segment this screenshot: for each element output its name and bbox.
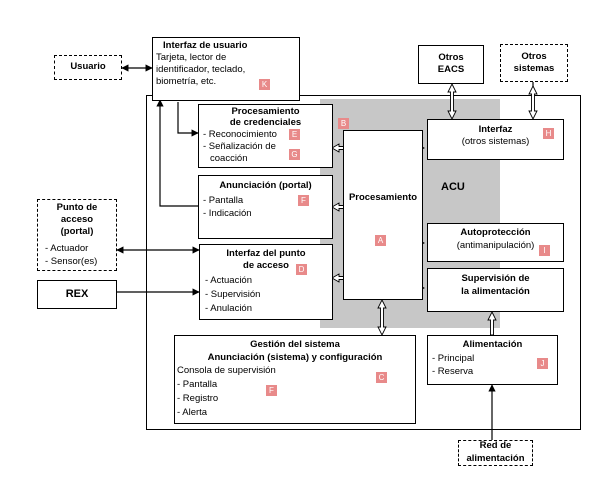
badge-k: K <box>259 79 270 90</box>
red-alimentacion-box <box>458 440 533 466</box>
interfaz-punto-title-1: Interfaz del punto <box>226 248 306 259</box>
anunciacion-portal-box <box>198 175 333 239</box>
badge-e: E <box>289 129 300 140</box>
procesamiento-credenciales-box <box>198 104 333 168</box>
usuario-label: Usuario <box>70 61 106 72</box>
procesamiento-title: Procesamiento <box>348 192 418 203</box>
interfaz-punto-item-1: - Actuación <box>205 275 252 286</box>
procesamiento-box <box>343 130 423 300</box>
autoproteccion-title: Autoprotección <box>460 227 531 238</box>
punto-acceso-item-1: - Actuador <box>45 243 89 254</box>
gestion-title-2: Anunciación (sistema) y configuración <box>207 352 383 363</box>
proc-cred-item-1: - Reconocimiento <box>203 129 277 140</box>
punto-acceso-box <box>37 199 117 271</box>
alimentacion-item-2: - Reserva <box>432 366 474 377</box>
interfaz-otros-box <box>427 119 564 160</box>
gestion-item-1: - Pantalla <box>177 379 218 390</box>
gestion-item-3: - Alerta <box>177 407 208 418</box>
badge-c: C <box>376 372 387 383</box>
gestion-sistema-box <box>174 335 416 424</box>
supervision-alimentacion-box <box>427 268 564 312</box>
gestion-title-1: Gestión del sistema <box>250 339 340 350</box>
red-line-1: Red de <box>479 440 512 451</box>
badge-b: B <box>338 118 349 129</box>
interfaz-otros-subtitle: (otros sistemas) <box>461 136 530 147</box>
interfaz-otros-title: Interfaz <box>478 124 513 135</box>
interfaz-punto-item-2: - Supervisión <box>205 289 261 300</box>
interfaz-punto-title-2: de acceso <box>243 260 289 271</box>
anunciacion-portal-title: Anunciación (portal) <box>219 180 312 191</box>
interfaz-usuario-line-2: identificador, teclado, <box>156 64 246 75</box>
gestion-item-2: - Registro <box>177 393 219 404</box>
badge-d: D <box>296 264 307 275</box>
badge-j: J <box>537 358 548 369</box>
otros-eacs-box <box>418 45 484 84</box>
punto-acceso-item-2: - Sensor(es) <box>45 256 98 267</box>
interfaz-usuario-title: Interfaz de usuario <box>163 40 248 51</box>
otros-eacs-line-2: EACS <box>437 64 465 75</box>
anunciacion-portal-item-1: - Pantalla <box>203 195 244 206</box>
punto-acceso-title-3: (portal) <box>60 226 94 237</box>
autoproteccion-subtitle: (antimanipulación) <box>456 240 535 251</box>
interfaz-punto-item-3: - Anulación <box>205 303 253 314</box>
alimentacion-item-1: - Principal <box>432 353 475 364</box>
interfaz-usuario-line-3: biometría, etc. <box>156 76 217 87</box>
otros-sistemas-line-2: sistemas <box>513 63 555 74</box>
otros-sistemas-line-1: Otros <box>521 51 547 62</box>
interfaz-usuario-line-1: Tarjeta, lector de <box>156 52 227 63</box>
proc-cred-title-1: Procesamiento <box>231 106 300 117</box>
anunciacion-portal-item-2: - Indicación <box>203 208 252 219</box>
proc-cred-title-2: de credenciales <box>229 117 302 128</box>
interfaz-usuario-box <box>152 37 300 101</box>
badge-h: H <box>543 128 554 139</box>
acu-label: ACU <box>441 181 465 193</box>
red-line-2: alimentación <box>466 453 525 464</box>
punto-acceso-title-1: Punto de <box>56 202 98 213</box>
alimentacion-title: Alimentación <box>462 339 523 350</box>
punto-acceso-title-2: acceso <box>60 214 94 225</box>
ui-to-credentials-link <box>177 102 199 137</box>
proc-cred-item-2: - Señalización de <box>203 141 276 152</box>
alimentacion-box <box>427 335 558 385</box>
annunciation-to-ui-link <box>156 99 198 207</box>
supervision-alim-title-1: Supervisión de <box>461 273 530 284</box>
usuario-box <box>54 55 122 80</box>
badge-a: A <box>375 235 386 246</box>
badge-i: I <box>539 245 550 256</box>
badge-f-sistema: F <box>266 385 277 396</box>
supervision-alim-title-2: la alimentación <box>461 286 530 297</box>
otros-eacs-line-1: Otros <box>438 52 464 63</box>
gestion-sub: Consola de supervisión <box>177 365 276 376</box>
badge-f-portal: F <box>298 195 309 206</box>
badge-g: G <box>289 149 300 160</box>
rex-box <box>37 280 117 309</box>
rex-label: REX <box>65 288 89 300</box>
interfaz-punto-box <box>199 244 333 320</box>
proc-cred-item-3: coacción <box>210 153 248 164</box>
otros-sistemas-box <box>500 44 568 82</box>
